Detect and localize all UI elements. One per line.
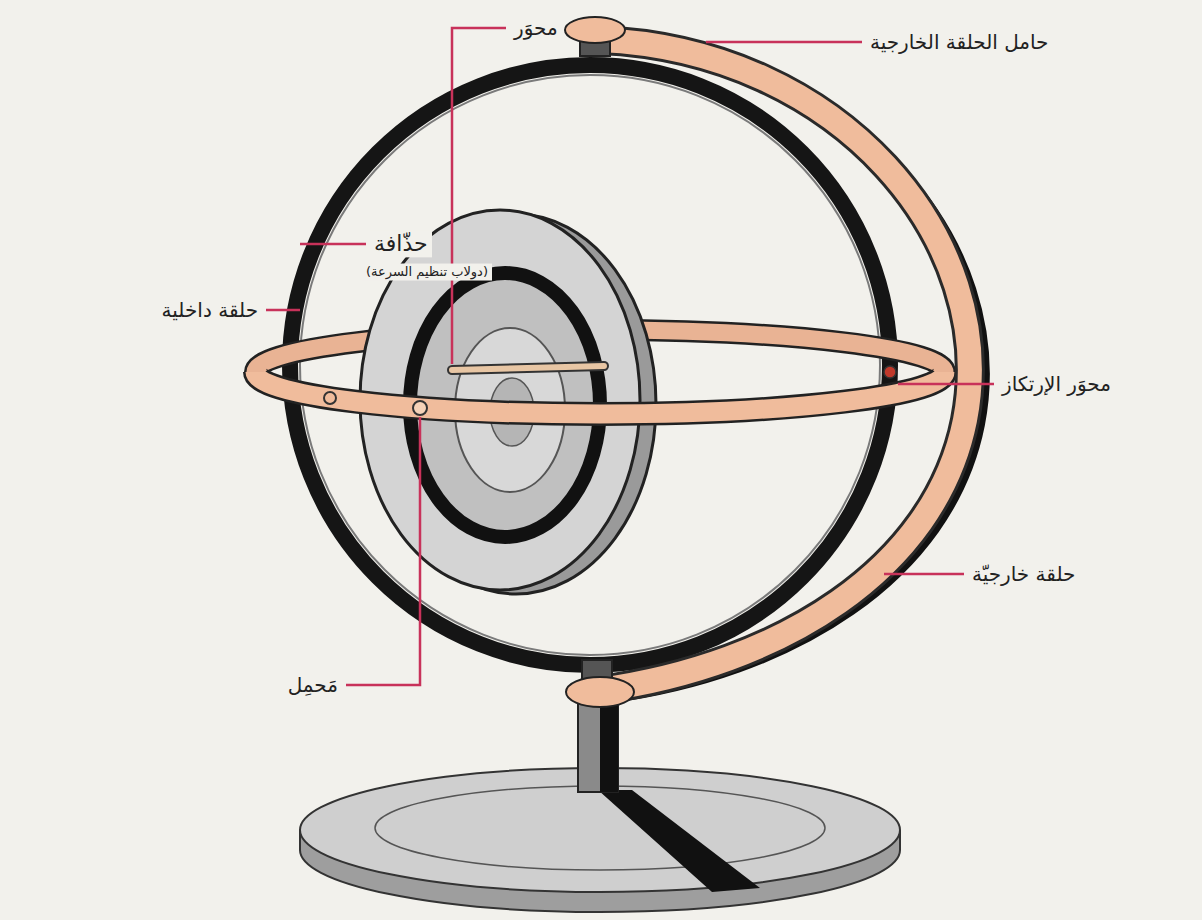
axle bbox=[452, 366, 604, 370]
leader-line bbox=[898, 383, 994, 386]
bearing bbox=[324, 392, 336, 404]
bottom-bracket bbox=[566, 660, 634, 707]
axle bbox=[452, 366, 604, 370]
leader-lines bbox=[266, 28, 994, 685]
outer-ring-holder bbox=[600, 40, 970, 690]
part-label: حامل الحلقة الخارجية bbox=[866, 30, 1053, 55]
leader-line bbox=[300, 243, 366, 246]
leader-line bbox=[884, 573, 964, 576]
part-label: حلقة داخلية bbox=[158, 298, 262, 323]
outer-ring bbox=[290, 65, 890, 665]
part-label: حلقة خارجيّة bbox=[968, 562, 1079, 587]
leader-line bbox=[266, 309, 300, 312]
inner-ring-front bbox=[255, 372, 945, 414]
part-label: محوَر bbox=[510, 16, 562, 41]
part-label: (دولاب تنظيم السرعة) bbox=[362, 264, 492, 281]
inner-ring-front bbox=[255, 372, 945, 414]
leader-line bbox=[706, 41, 862, 44]
part-label: محوَر الإرتكاز bbox=[998, 372, 1115, 397]
outer-ring-holder bbox=[600, 40, 970, 690]
leader-line bbox=[452, 28, 506, 364]
part-label: حذّافة bbox=[370, 230, 432, 257]
pivot bbox=[884, 366, 896, 378]
leader-line bbox=[346, 417, 420, 685]
part-label: مَحمِل bbox=[284, 673, 342, 698]
stand-post bbox=[578, 700, 618, 792]
bearing bbox=[413, 401, 427, 415]
top-bracket bbox=[565, 17, 625, 56]
